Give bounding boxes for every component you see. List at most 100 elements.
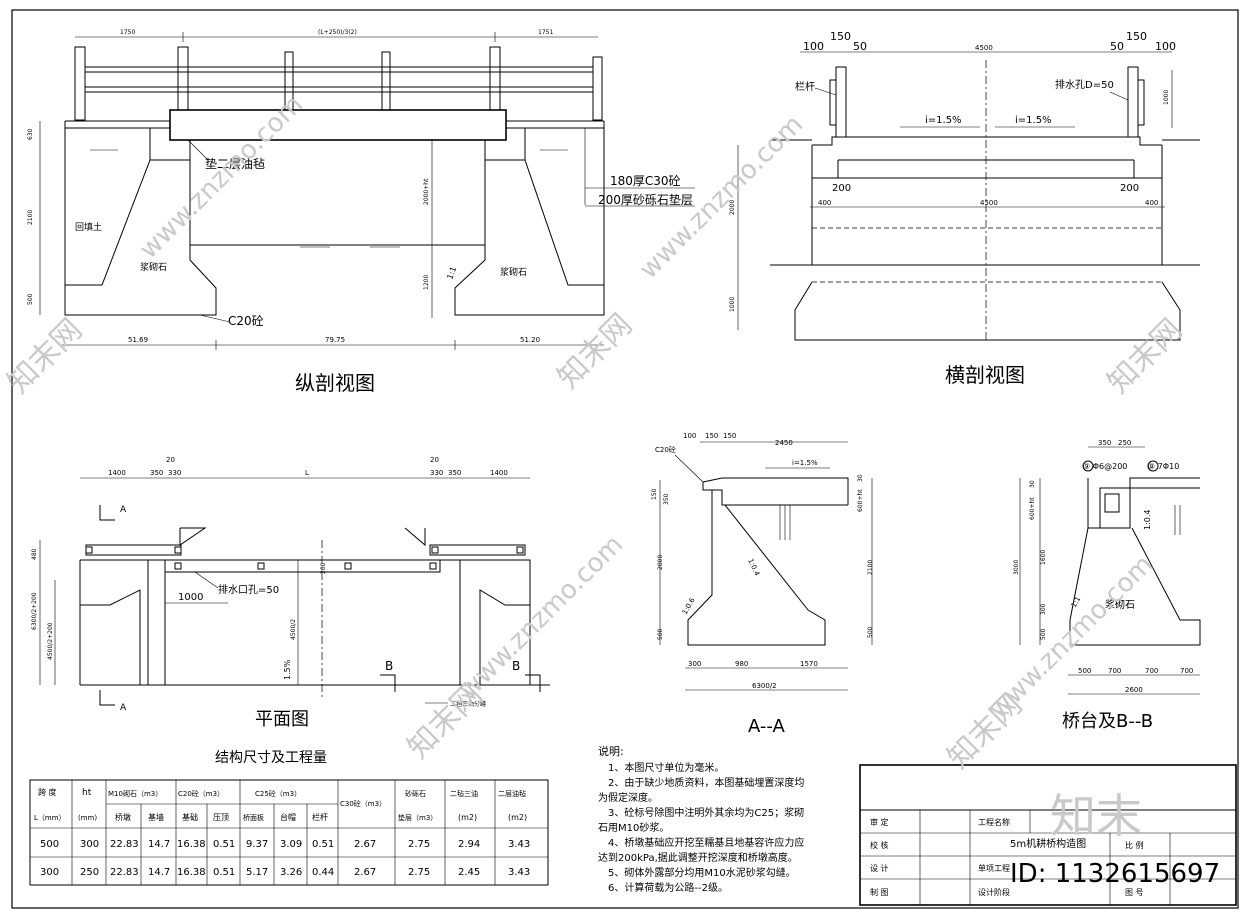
long-dim-mid-1: 2000+ht bbox=[423, 178, 430, 205]
plan-dim-5: 330 bbox=[430, 469, 443, 477]
plan-title: 平面图 bbox=[255, 709, 309, 730]
r1-c12: 2.94 bbox=[458, 839, 480, 850]
cross-title: 横剖视图 bbox=[945, 363, 1025, 387]
r1-c9: 0.51 bbox=[312, 839, 334, 850]
plan-B-right: B bbox=[512, 659, 520, 673]
watermark-id: ID: 1132615697 bbox=[1010, 859, 1220, 889]
aa-dim-4: 2450 bbox=[775, 439, 793, 447]
aa-left-2: 350 bbox=[663, 493, 670, 505]
cross-label-rail: 栏杆 bbox=[795, 80, 815, 93]
long-label-felt: 垫二层油毡 bbox=[205, 156, 265, 171]
tb-dwgno-label: 图 号 bbox=[1125, 888, 1144, 897]
th-felt3: 二毡三油 bbox=[450, 789, 478, 798]
aa-bot-3: 1570 bbox=[800, 660, 818, 668]
r1-c11: 2.75 bbox=[408, 839, 430, 850]
bb-left-1: 600+ht bbox=[1029, 497, 1036, 520]
r2-c10: 2.67 bbox=[354, 867, 376, 878]
tb-check: 校 核 bbox=[870, 840, 889, 850]
cross-dim-1: 100 bbox=[803, 40, 824, 53]
th-m10: M10砌石（m3） bbox=[108, 790, 162, 798]
long-dim-top-3: 1751 bbox=[538, 29, 553, 36]
watermark-brand: 知末网 bbox=[941, 687, 1029, 775]
note-line: 3、砼标号除图中注明外其余均为C25；浆砌 bbox=[608, 806, 804, 819]
watermark-brand: 知末网 bbox=[401, 677, 489, 765]
plan-dim-7: 1400 bbox=[490, 469, 508, 477]
note-line: 4、桥墩基础应开挖至糯基且地基容许应力应 bbox=[608, 836, 804, 849]
bb-bot-4: 700 bbox=[1180, 667, 1193, 675]
note-line: 5、砌体外露部分均用M10水泥砂浆勾缝。 bbox=[608, 866, 796, 879]
r2-c1: 300 bbox=[40, 867, 59, 878]
r1-c7: 9.37 bbox=[246, 839, 268, 850]
th-gravel: 砂砾石 bbox=[405, 789, 426, 798]
aa-dim-2: 150 bbox=[705, 432, 718, 440]
bb-left-4: 1600 bbox=[1040, 550, 1047, 565]
plan-dim20-left: 20 bbox=[166, 456, 175, 464]
aa-left-4: 500 bbox=[657, 628, 664, 640]
r2-c5: 16.38 bbox=[177, 867, 206, 878]
th2-rail: 栏杆 bbox=[312, 812, 328, 822]
cross-w200-right: 200 bbox=[1120, 183, 1139, 194]
bb-left-3: 3000 bbox=[1013, 560, 1020, 575]
r2-c3: 22.83 bbox=[110, 867, 139, 878]
longitudinal-section: 1750 (L+250)/3(2) 1751 bbox=[27, 29, 695, 395]
th2-pier: 桥墩 bbox=[115, 812, 131, 822]
notes-title: 说明: bbox=[598, 744, 624, 758]
watermark-brand: 知末网 bbox=[1101, 312, 1189, 400]
tb-drawing-name: 5m机耕桥构造图 bbox=[1010, 837, 1086, 850]
tb-sub-label: 单项工程 bbox=[978, 863, 1010, 873]
aa-slope: i=1.5% bbox=[792, 459, 818, 467]
bb-left-5: 300 bbox=[1040, 603, 1047, 615]
tb-draw: 制 图 bbox=[870, 887, 889, 897]
r1-c10: 2.67 bbox=[354, 839, 376, 850]
cross-h1000b: 1000 bbox=[729, 297, 736, 312]
bb-rebar1: ⑨ Φ6@200 bbox=[1083, 462, 1127, 471]
aa-bot-2: 980 bbox=[735, 660, 748, 668]
plan-dim-4: L bbox=[305, 469, 309, 477]
plan-dim-1: 1400 bbox=[108, 469, 126, 477]
aa-left-3: 2000 bbox=[657, 555, 664, 570]
note-line: 6、计算荷载为公路--2级。 bbox=[608, 881, 728, 894]
plan-v6300: 6300/2+200 bbox=[31, 592, 38, 630]
long-dim-bottom-1: 51.69 bbox=[128, 336, 148, 344]
cross-d4500: 4500 bbox=[980, 199, 998, 207]
title-block: 审 定 校 核 设 计 制 图 工程名称 5m机耕桥构造图 比 例 单项工程 设… bbox=[859, 764, 1237, 906]
r2-c12: 2.45 bbox=[458, 867, 480, 878]
bb-left-6: 500 bbox=[1040, 628, 1047, 640]
tb-stage-label: 设计阶段 bbox=[978, 887, 1010, 897]
cross-dim-2: 150 bbox=[830, 30, 851, 43]
r2-c6: 0.51 bbox=[213, 867, 235, 878]
th-c25: C25砼（m3） bbox=[255, 789, 301, 798]
th2-ht: (mm) bbox=[78, 814, 97, 822]
long-label-c30: 180厚C30砼 bbox=[610, 174, 681, 188]
bb-masonry: 浆砌石 bbox=[1105, 598, 1135, 611]
tb-review: 审 定 bbox=[870, 817, 889, 827]
aa-right-2: 30 bbox=[857, 474, 864, 482]
table-row: 500 300 22.83 14.7 16.38 0.51 9.37 3.09 … bbox=[40, 839, 530, 850]
cross-slope-left: i=1.5% bbox=[925, 115, 962, 126]
long-dim-mid-2: 1200 bbox=[423, 275, 430, 290]
r2-c2: 250 bbox=[80, 867, 99, 878]
long-label-c20: C20砼 bbox=[228, 314, 264, 328]
sheet-border bbox=[11, 9, 1239, 909]
cross-dim-6: 150 bbox=[1126, 30, 1147, 43]
note-line: 2、由于缺少地质资料，本图基础埋置深度均 bbox=[608, 776, 804, 789]
aa-title: A--A bbox=[748, 716, 786, 737]
th2-deck: 桥面板 bbox=[243, 813, 264, 822]
section-aa: C20砼 100 150 150 2450 i=1.5% 1:0.4 1:0.6… bbox=[651, 432, 874, 737]
th-c30: C30砼（m3） bbox=[340, 799, 386, 808]
r2-c11: 2.75 bbox=[408, 867, 430, 878]
aa-right-1: 600+ht bbox=[857, 489, 864, 512]
bb-ratio1: 1:0.4 bbox=[1143, 509, 1152, 530]
r2-c4: 14.7 bbox=[148, 867, 170, 878]
plan-B-left: B bbox=[385, 659, 393, 673]
bb-left-2: 30 bbox=[1029, 480, 1036, 488]
aa-dim-1: 100 bbox=[683, 432, 696, 440]
note-line: 石用M10砂浆。 bbox=[598, 821, 669, 834]
plan-dim-2: 350 bbox=[150, 469, 163, 477]
cross-slope-right: i=1.5% bbox=[1015, 115, 1052, 126]
plan-A-bottom: A bbox=[120, 703, 127, 713]
cross-dim-7: 100 bbox=[1155, 40, 1176, 53]
plan-dim-6: 350 bbox=[448, 469, 461, 477]
r1-c3: 22.83 bbox=[110, 839, 139, 850]
